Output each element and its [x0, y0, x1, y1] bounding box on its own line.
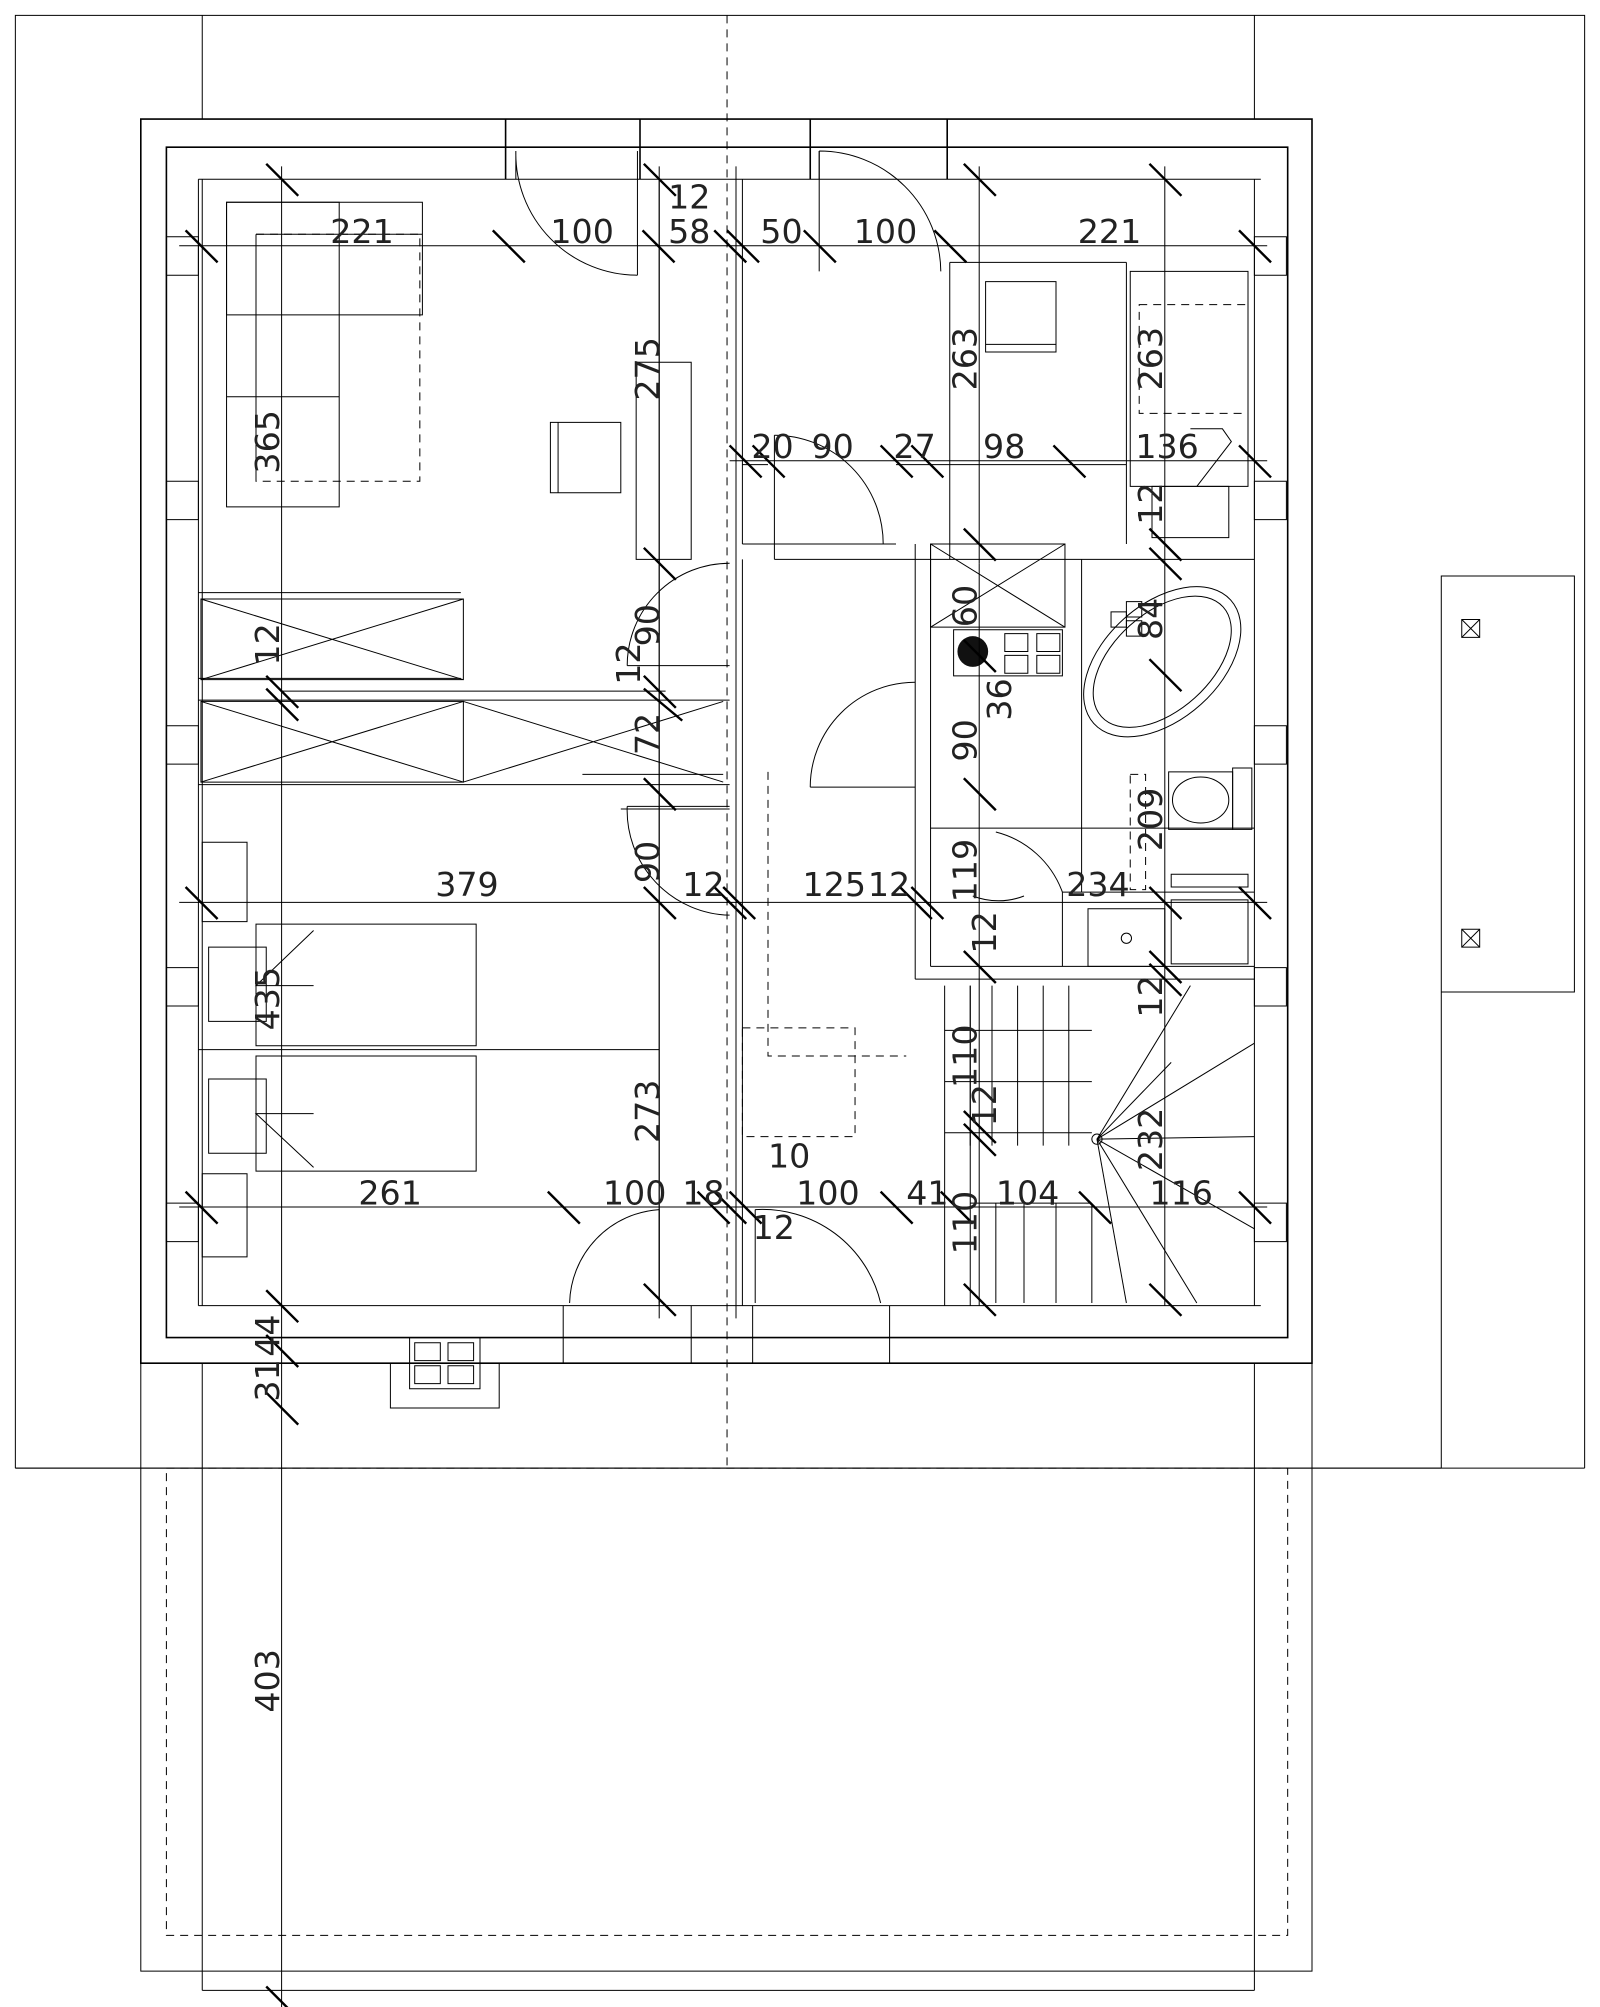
dim-261: 261 — [358, 1173, 422, 1212]
dim-100-top-2: 100 — [854, 212, 918, 251]
dim-58: 58 — [668, 212, 710, 251]
dimension-ticks — [186, 164, 1271, 2007]
dim-31: 31 — [248, 1359, 287, 1401]
terrace-outline — [141, 1338, 1312, 1991]
dim-12-i: 12 — [965, 1084, 1004, 1126]
dim-232: 232 — [1131, 1108, 1170, 1171]
dim-12-f: 12 — [868, 865, 910, 904]
dim-12-j: 12 — [753, 1208, 795, 1247]
dim-12-c: 12 — [248, 623, 287, 665]
dim-98: 98 — [983, 427, 1025, 466]
dim-36: 36 — [980, 678, 1019, 720]
dim-209: 209 — [1131, 788, 1170, 851]
dim-90-hall: 90 — [812, 427, 854, 466]
dim-100-bottom-2: 100 — [796, 1173, 860, 1212]
dim-20: 20 — [751, 427, 793, 466]
exterior-walls — [141, 119, 1312, 1363]
dim-100-bottom-1: 100 — [603, 1173, 667, 1212]
interior-walls — [198, 119, 1254, 1363]
dim-403: 403 — [248, 1649, 287, 1712]
dim-44: 44 — [248, 1314, 287, 1356]
dim-12-h: 12 — [1131, 975, 1170, 1017]
dimension-lines — [179, 166, 1267, 2007]
dim-379: 379 — [435, 865, 499, 904]
dim-275: 275 — [628, 337, 667, 400]
dim-72: 72 — [628, 713, 667, 755]
dim-110-b: 110 — [946, 1191, 985, 1254]
dim-90-door-2: 90 — [628, 841, 667, 883]
dim-18: 18 — [682, 1173, 724, 1212]
dim-221-right: 221 — [1078, 212, 1142, 251]
dim-263-2: 263 — [1131, 327, 1170, 390]
dim-90-c: 90 — [946, 719, 985, 761]
dim-110-a: 110 — [946, 1024, 985, 1087]
dim-221-left: 221 — [330, 212, 394, 251]
dim-365: 365 — [248, 410, 287, 473]
dim-10: 10 — [768, 1136, 810, 1175]
dimension-labels: 221 100 12 58 50 100 221 263 263 275 365… — [248, 178, 1213, 1713]
doors — [516, 151, 1063, 1303]
staircase — [945, 986, 1255, 1303]
dim-50: 50 — [760, 212, 802, 251]
dim-90-door-1: 90 — [628, 604, 667, 646]
dim-116: 116 — [1149, 1173, 1213, 1212]
dim-27: 27 — [893, 427, 935, 466]
dim-12-d: 12 — [609, 642, 648, 684]
dim-12-e: 12 — [682, 865, 724, 904]
dim-273: 273 — [628, 1080, 667, 1143]
dim-234: 234 — [1066, 865, 1130, 904]
dim-435: 435 — [248, 967, 287, 1030]
dim-12-b: 12 — [1131, 482, 1170, 524]
dim-12-top: 12 — [668, 178, 710, 217]
dim-263-1: 263 — [946, 327, 985, 390]
dim-104: 104 — [996, 1173, 1060, 1212]
dim-84: 84 — [1131, 598, 1170, 640]
dim-12-g: 12 — [965, 911, 1004, 953]
dim-100-top-1: 100 — [550, 212, 614, 251]
dim-136: 136 — [1135, 427, 1199, 466]
dim-41: 41 — [906, 1173, 948, 1212]
dim-60: 60 — [946, 585, 985, 627]
dim-125: 125 — [803, 865, 867, 904]
dim-119: 119 — [946, 839, 985, 902]
furniture — [201, 202, 1269, 1257]
